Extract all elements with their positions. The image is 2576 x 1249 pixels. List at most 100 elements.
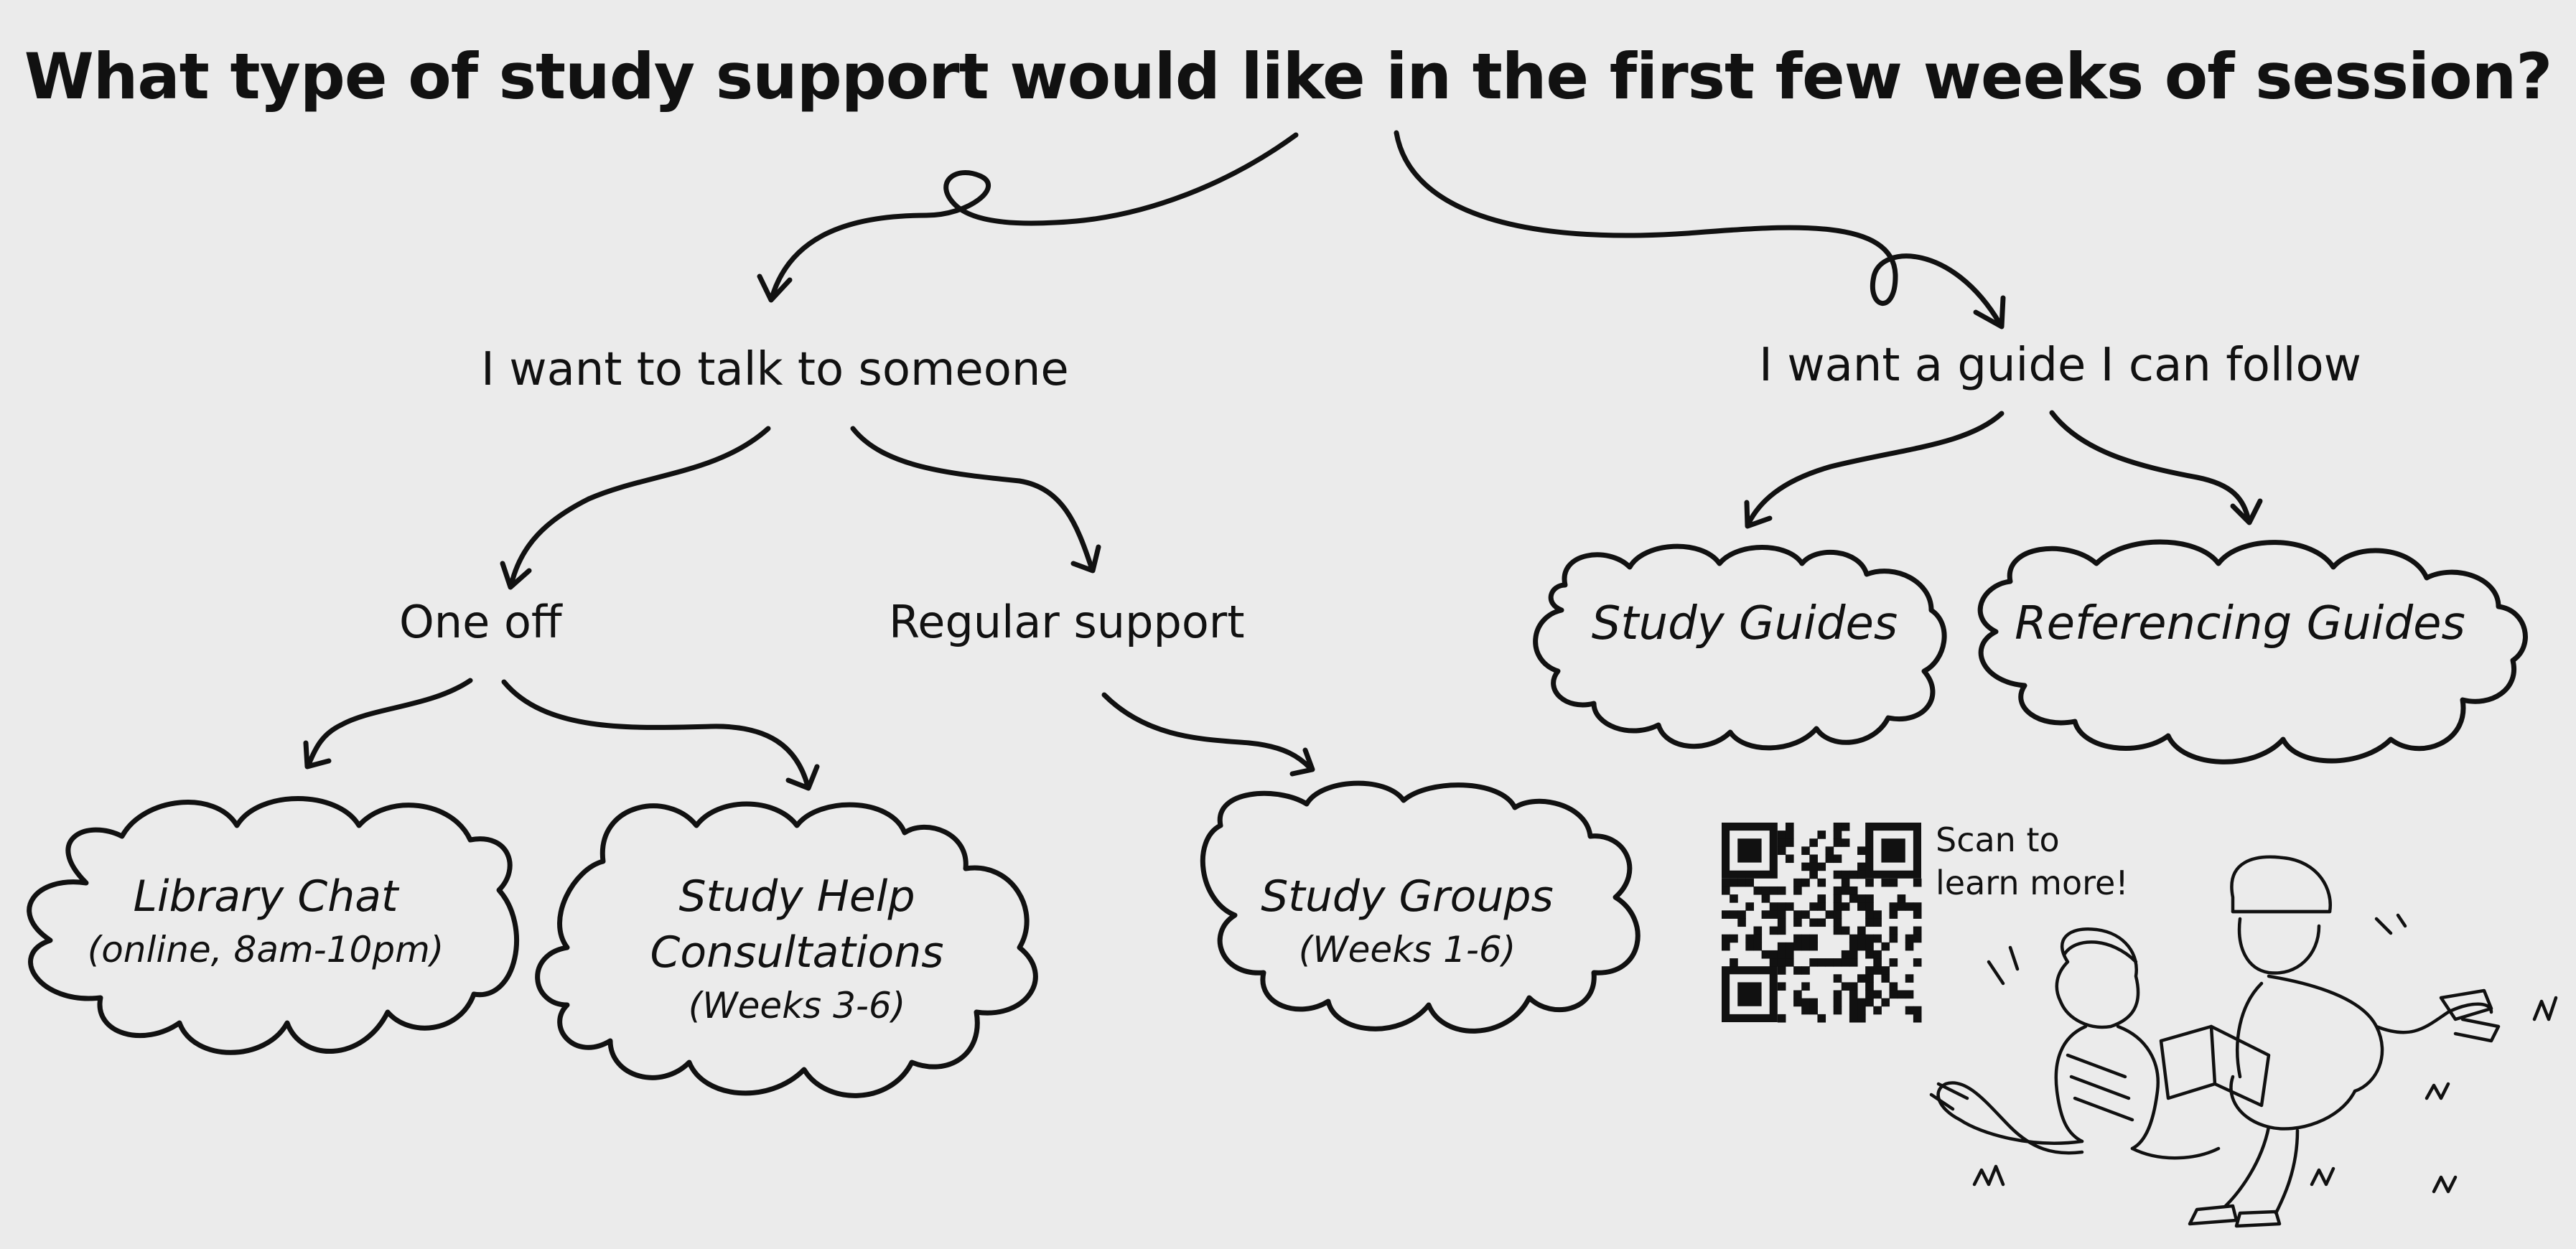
qr-module: [1833, 990, 1842, 999]
qr-module: [1793, 942, 1802, 951]
qr-module: [1905, 934, 1914, 943]
qr-module: [1801, 846, 1810, 855]
qr-module: [1849, 942, 1858, 951]
label-referencing-guides: Referencing Guides: [1989, 596, 2491, 652]
qr-module: [1865, 934, 1874, 943]
qr-module: [1801, 878, 1810, 887]
qr-module: [1801, 942, 1810, 951]
qr-module: [1745, 902, 1754, 911]
qr-module: [1730, 910, 1738, 919]
qr-finder-center: [1737, 982, 1762, 1006]
label-study-groups: Study Groups (Weeks 1-6): [1221, 869, 1594, 975]
connector-guide-to-referencing: [2049, 410, 2263, 525]
qr-module: [1849, 870, 1858, 879]
qr-module: [1769, 926, 1778, 935]
qr-module: [1913, 934, 1922, 943]
qr-module: [1849, 894, 1858, 903]
qr-module: [1730, 894, 1738, 903]
label-study-help-consultations: Study Help Consultations (Weeks 3-6): [574, 869, 1019, 1031]
qr-module: [1730, 878, 1738, 887]
qr-module: [1793, 878, 1802, 887]
qr-module: [1897, 894, 1906, 903]
qr-module: [1785, 958, 1794, 967]
qr-module: [1841, 958, 1850, 967]
consultations-title-line2: Consultations: [650, 927, 944, 978]
qr-module: [1889, 934, 1898, 943]
qr-module: [1801, 910, 1810, 919]
qr-module: [1785, 823, 1794, 831]
qr-module: [1793, 990, 1802, 999]
qr-module: [1841, 886, 1850, 895]
qr-module: [1913, 910, 1922, 919]
qr-module: [1865, 998, 1874, 1007]
cloud-referencing-guides: [1977, 539, 2528, 764]
qr-module: [1809, 1006, 1818, 1015]
qr-module: [1785, 838, 1794, 847]
qr-finder: [1722, 823, 1778, 879]
qr-module: [1849, 886, 1858, 895]
qr-module: [1897, 990, 1906, 999]
qr-module: [1857, 870, 1866, 879]
qr-module: [1873, 966, 1882, 975]
qr-module: [1849, 982, 1858, 991]
qr-module: [1881, 974, 1890, 983]
qr-module: [1785, 902, 1794, 911]
qr-module: [1865, 982, 1874, 991]
qr-module: [1809, 958, 1818, 967]
qr-module: [1825, 846, 1834, 855]
label-library-chat: Library Chat (online, 8am-10pm): [43, 869, 488, 975]
qr-module: [1881, 966, 1890, 975]
qr-module: [1833, 918, 1842, 927]
qr-module: [1793, 886, 1802, 895]
qr-module: [1841, 838, 1850, 847]
qr-module: [1777, 918, 1786, 927]
cloud-study-groups: [1200, 780, 1641, 1034]
qr-module: [1753, 942, 1763, 951]
qr-module: [1857, 974, 1866, 983]
qr-module: [1857, 862, 1866, 871]
study-groups-detail: (Weeks 1-6): [1298, 929, 1516, 970]
qr-module: [1913, 1014, 1922, 1023]
study-groups-title: Study Groups: [1261, 871, 1554, 922]
qr-module: [1849, 934, 1858, 943]
qr-module: [1857, 902, 1866, 911]
qr-module: [1833, 974, 1842, 983]
qr-module: [1769, 950, 1778, 959]
qr-module: [1865, 974, 1874, 983]
qr-module: [1873, 958, 1882, 967]
qr-module: [1857, 1014, 1866, 1023]
qr-module: [1817, 918, 1826, 927]
connector-title-to-guide: [1394, 130, 2006, 329]
qr-finder: [1722, 966, 1778, 1022]
qr-module: [1873, 950, 1882, 959]
qr-module: [1722, 910, 1730, 919]
qr-module: [1825, 854, 1834, 864]
qr-module: [1913, 958, 1922, 967]
qr-module: [1833, 870, 1842, 879]
qr-module: [1841, 870, 1850, 879]
option-regular-support: Regular support: [889, 596, 1245, 648]
qr-module: [1809, 998, 1818, 1007]
cloud-study-guides: [1533, 543, 1947, 751]
qr-module: [1849, 950, 1858, 959]
qr-module: [1873, 934, 1882, 943]
qr-module: [1777, 926, 1786, 935]
qr-module: [1849, 958, 1858, 967]
branch-guide-to-follow: I want a guide I can follow: [1759, 339, 2361, 392]
qr-module: [1801, 1006, 1810, 1015]
qr-module: [1817, 831, 1826, 839]
qr-module: [1905, 942, 1914, 951]
qr-finder-center: [1737, 838, 1762, 863]
qr-module: [1857, 1006, 1866, 1015]
qr-module: [1865, 918, 1874, 927]
connector-oneoff-to-consultations: [501, 679, 820, 791]
qr-module: [1865, 950, 1874, 959]
qr-module: [1769, 958, 1778, 967]
qr-code: [1722, 823, 1922, 1023]
qr-finder-center: [1881, 838, 1905, 863]
qr-module: [1833, 998, 1842, 1007]
qr-module: [1777, 1014, 1786, 1023]
qr-module: [1873, 910, 1882, 919]
qr-module: [1801, 966, 1810, 975]
